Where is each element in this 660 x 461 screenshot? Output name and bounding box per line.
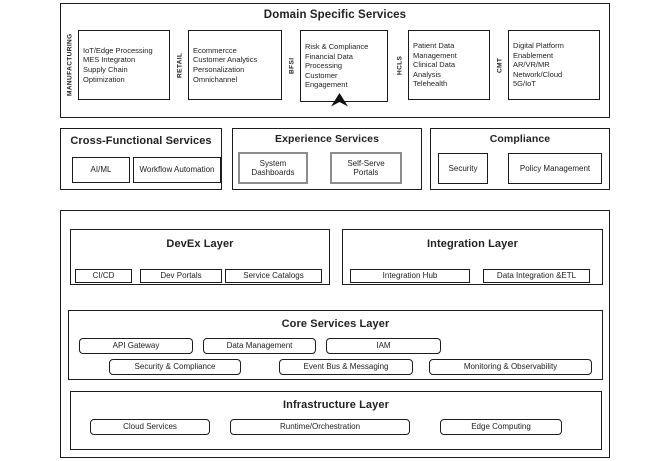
service-line: Enablement — [513, 50, 554, 60]
chip-ci-cd: CI/CD — [75, 269, 132, 283]
chip-security-compliance: Security & Compliance — [109, 359, 241, 375]
service-line: Digital Platform — [513, 41, 564, 51]
chip-ai-ml: AI/ML — [72, 157, 130, 183]
industry-label-bfsi: BFSI — [288, 57, 296, 75]
chip-integration-hub: Integration Hub — [350, 269, 470, 283]
service-line: AR/VR/MR — [513, 60, 550, 70]
industry-group-hcls: HCLS Patient Data Management Clinical Da… — [392, 30, 490, 100]
devex-layer-title: DevEx Layer — [166, 238, 234, 250]
cross-functional-title: Cross-Functional Services — [70, 135, 212, 147]
service-line: Optimization — [83, 74, 125, 84]
chip-cloud-services: Cloud Services — [90, 419, 210, 435]
chip-workflow-automation: Workflow Automation — [133, 157, 221, 183]
industry-group-cmt: CMT Digital Platform Enablement AR/VR/MR… — [492, 30, 600, 100]
industry-box-bfsi: Risk & Compliance Financial Data Process… — [300, 30, 388, 102]
service-line: IoT/Edge Processing — [83, 45, 153, 55]
chip-security: Security — [438, 153, 488, 184]
chip-edge-computing: Edge Computing — [440, 419, 562, 435]
chip-event-bus-messaging: Event Bus & Messaging — [279, 359, 413, 375]
service-line: Personalization — [193, 65, 245, 74]
industry-group-bfsi: BFSI Risk & Compliance Financial Data Pr… — [284, 30, 388, 102]
service-line: Omnichannel — [193, 74, 238, 84]
service-line: Patient Data — [413, 41, 455, 51]
chip-service-catalogs: Service Catalogs — [225, 269, 322, 283]
service-line: Telehealth — [413, 79, 448, 89]
industry-group-retail: RETAIL Ecommercce Customer Analytics Per… — [172, 30, 282, 100]
chip-api-gateway: API Gateway — [79, 338, 193, 354]
industry-box-hcls: Patient Data Management Clinical Data An… — [408, 30, 490, 100]
service-line: Management — [413, 50, 457, 60]
chip-monitoring-observability: Monitoring & Observability — [429, 359, 592, 375]
service-line: MES Integraton — [83, 55, 136, 65]
service-line: Clinical Data — [413, 60, 456, 70]
chip-self-serve-portals: Self-Serve Portals — [330, 152, 402, 184]
service-line: Network/Cloud — [513, 69, 563, 79]
service-line: Ecommercce — [193, 45, 237, 55]
industry-box-cmt: Digital Platform Enablement AR/VR/MR Net… — [508, 30, 600, 100]
service-line: Customer Analytics — [193, 55, 258, 65]
chip-dev-portals: Dev Portals — [140, 269, 222, 283]
service-line: Supply Chain — [83, 65, 128, 74]
compliance-title: Compliance — [489, 133, 551, 145]
chip-data-integration-etl: Data Integration &ETL — [483, 269, 590, 283]
industry-label-cmt: CMT — [496, 57, 504, 73]
industry-group-manufacturing: MANUFACTURING IoT/Edge Processing MES In… — [62, 30, 170, 100]
chip-policy-management: Policy Management — [508, 153, 602, 184]
cursor-arrow-icon — [331, 93, 348, 107]
chip-runtime-orchestration: Runtime/Orchestration — [230, 419, 410, 435]
industry-label-hcls: HCLS — [396, 55, 404, 75]
integration-layer-title: Integration Layer — [427, 238, 518, 250]
infrastructure-title: Infrastructure Layer — [283, 399, 389, 411]
core-services-title: Core Services Layer — [281, 318, 390, 330]
experience-title: Experience Services — [274, 133, 380, 145]
chip-data-management: Data Management — [203, 338, 316, 354]
industry-box-retail: Ecommercce Customer Analytics Personaliz… — [188, 30, 282, 100]
industry-label-retail: RETAIL — [176, 52, 184, 78]
service-line: Risk & Compliance — [305, 42, 369, 52]
domain-services-title: Domain Specific Services — [263, 9, 407, 21]
chip-iam: IAM — [326, 338, 441, 354]
service-line: 5G/IoT — [513, 79, 536, 89]
service-line: Customer — [305, 70, 338, 80]
service-line: Financial Data — [305, 51, 353, 61]
industry-box-manufacturing: IoT/Edge Processing MES Integraton Suppl… — [78, 30, 170, 100]
industry-label-manufacturing: MANUFACTURING — [66, 33, 74, 97]
service-line: Processing — [305, 61, 343, 71]
service-line: Engagement — [305, 80, 348, 90]
service-line: Analysis — [413, 69, 441, 79]
chip-system-dashboards: System Dashboards — [238, 152, 308, 184]
